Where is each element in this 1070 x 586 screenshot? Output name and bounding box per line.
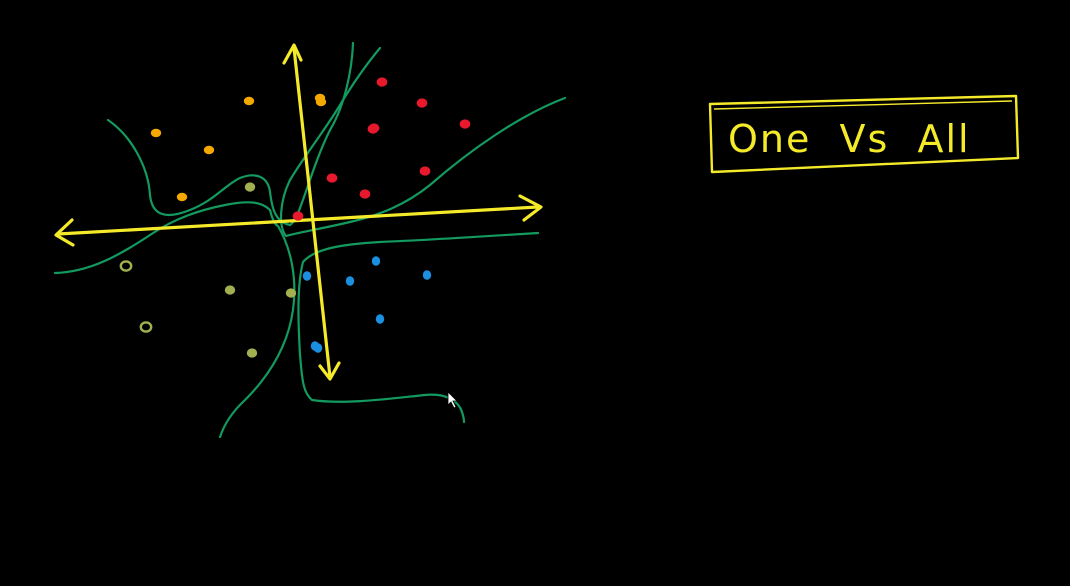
point-blue xyxy=(375,314,385,324)
title-box: One Vs All xyxy=(708,94,1020,174)
title-frame-inner xyxy=(713,100,1013,110)
point-red xyxy=(368,123,380,133)
title-label: One Vs All xyxy=(728,117,971,161)
point-orange xyxy=(314,93,326,103)
point-blue xyxy=(345,276,355,286)
point-olive xyxy=(246,348,258,358)
point-olive xyxy=(119,260,133,272)
x-axis-left-arrowhead xyxy=(54,218,75,247)
point-orange xyxy=(203,145,215,155)
point-red xyxy=(376,77,388,87)
point-blue xyxy=(371,256,381,266)
boundary-curve-red xyxy=(280,46,567,238)
point-blue xyxy=(422,270,432,280)
point-red xyxy=(359,189,371,199)
title-frame xyxy=(708,94,1020,174)
point-orange xyxy=(243,96,255,106)
point-red xyxy=(419,166,431,176)
point-olive xyxy=(224,285,236,295)
point-red xyxy=(292,211,304,221)
boundary-curve-olive xyxy=(53,201,296,439)
point-blue xyxy=(313,343,323,353)
boundary-curve-orange xyxy=(106,41,355,227)
point-olive xyxy=(244,182,256,192)
y-axis xyxy=(292,46,332,379)
data-points xyxy=(119,77,471,358)
boundary-curve-blue xyxy=(297,231,540,424)
point-orange xyxy=(176,192,188,202)
decision-boundaries xyxy=(53,41,567,439)
point-olive xyxy=(139,321,153,333)
y-axis-bottom-arrowhead xyxy=(318,361,341,381)
point-blue xyxy=(302,271,312,281)
point-red xyxy=(459,119,471,129)
point-olive xyxy=(285,288,297,298)
x-axis-right-arrowhead xyxy=(518,194,543,222)
point-red xyxy=(416,98,428,108)
mouse-pointer-icon xyxy=(447,391,458,409)
point-red xyxy=(326,173,338,183)
point-orange xyxy=(150,128,162,138)
y-axis-top-arrowhead xyxy=(282,43,303,65)
